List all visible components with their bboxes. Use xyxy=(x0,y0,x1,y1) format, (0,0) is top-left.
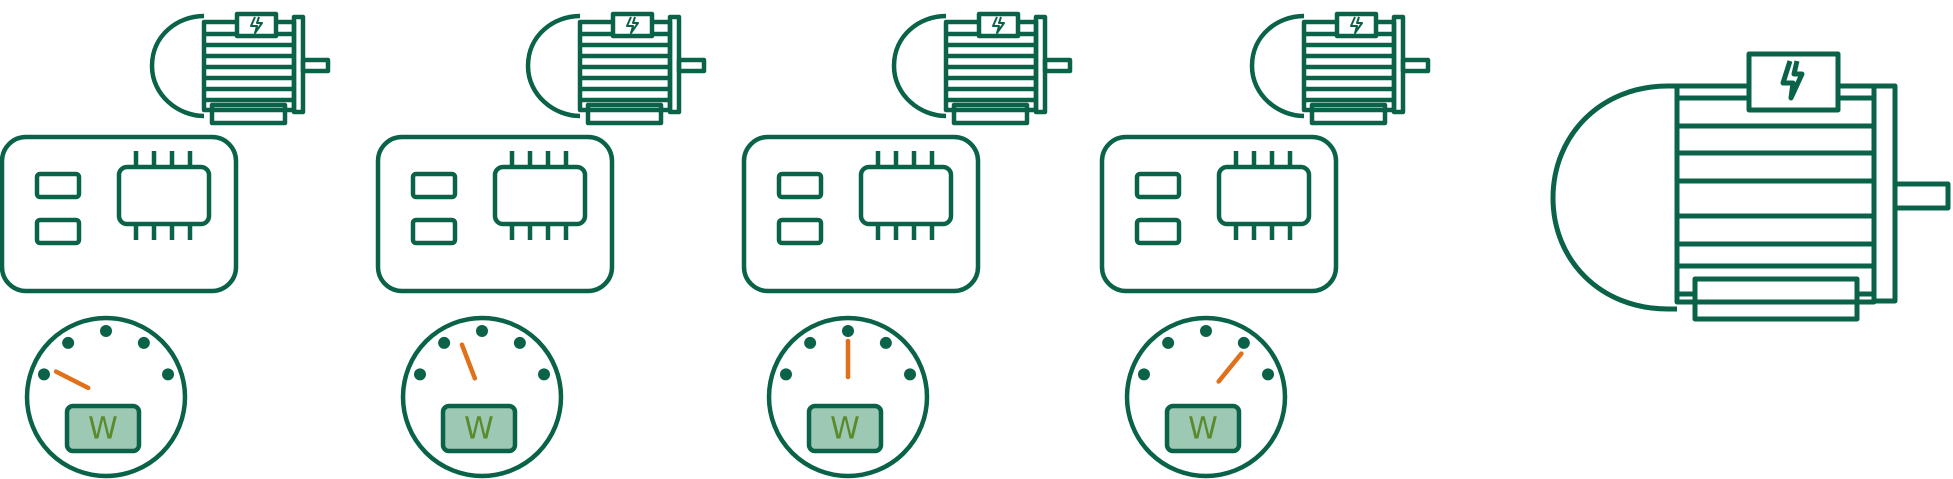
meter-dial xyxy=(400,315,564,479)
chip-icon xyxy=(116,164,212,227)
lightning-bolt-icon xyxy=(626,16,639,34)
motor-shaft xyxy=(1400,57,1431,74)
motor-end-cap xyxy=(1249,13,1305,119)
scale-dot xyxy=(100,325,112,337)
scale-dot xyxy=(904,368,917,381)
scale-dot xyxy=(1162,336,1175,349)
motor-end-cap xyxy=(1550,83,1669,312)
lightning-bolt-icon xyxy=(1350,16,1363,34)
scale-dot xyxy=(413,368,426,381)
scale-dot xyxy=(162,368,175,381)
connector-port-top xyxy=(1134,171,1182,200)
controller-board-icon xyxy=(741,134,981,294)
motor-shaft xyxy=(1042,57,1073,74)
scale-dot xyxy=(438,336,451,349)
meter-display xyxy=(806,403,884,454)
controller-housing xyxy=(741,134,981,294)
motor-base xyxy=(1309,102,1388,126)
scale-dot xyxy=(538,368,551,381)
motor-base xyxy=(1692,276,1860,322)
controller-housing xyxy=(1099,134,1339,294)
motor-flange xyxy=(1871,83,1898,304)
connector-port-bottom xyxy=(410,217,458,246)
scale-dot xyxy=(62,336,75,349)
motor-body xyxy=(1674,83,1877,305)
scale-dot xyxy=(779,368,792,381)
controller-board-icon xyxy=(0,134,239,294)
scale-dot xyxy=(1137,368,1150,381)
chip-icon xyxy=(858,164,954,227)
motor-base xyxy=(951,102,1030,126)
unit-group-3: W xyxy=(741,11,1073,479)
scale-dot xyxy=(137,336,150,349)
meter-needle xyxy=(1216,351,1244,384)
controller-housing xyxy=(0,134,239,294)
connector-port-top xyxy=(776,171,824,200)
meter-unit-label: W xyxy=(464,412,494,447)
meter-dial xyxy=(766,315,930,479)
unit-group-4: W xyxy=(1099,11,1431,479)
controller-housing xyxy=(375,134,615,294)
meter-unit-label: W xyxy=(830,412,860,447)
connector-port-bottom xyxy=(1134,217,1182,246)
connector-port-top xyxy=(410,171,458,200)
meter-needle xyxy=(53,369,91,391)
scale-dot xyxy=(513,336,526,349)
scale-dot xyxy=(1262,368,1275,381)
wattmeter-icon: W xyxy=(1124,315,1288,479)
small-motor-icon xyxy=(891,11,1073,126)
wattmeter-icon: W xyxy=(766,315,930,479)
chip-icon xyxy=(1216,164,1312,227)
meter-dial xyxy=(1124,315,1288,479)
motor-shaft xyxy=(1892,181,1951,211)
scale-dot xyxy=(1237,336,1250,349)
small-motor-icon xyxy=(525,11,707,126)
meter-unit-label: W xyxy=(1188,412,1218,447)
chip-icon xyxy=(492,164,588,227)
unit-group-1: W xyxy=(0,11,331,479)
motor-base xyxy=(209,102,288,126)
lightning-bolt-icon xyxy=(992,16,1005,34)
large-motor-icon xyxy=(1550,51,1951,322)
controller-board-icon xyxy=(375,134,615,294)
motor-shaft xyxy=(676,57,707,74)
motor-end-cap xyxy=(525,13,581,119)
meter-dial xyxy=(24,315,188,479)
unit-group-2: W xyxy=(375,11,707,479)
motor-end-cap xyxy=(891,13,947,119)
small-motor-icon xyxy=(1249,11,1431,126)
scale-dot xyxy=(842,325,854,337)
small-motor-icon xyxy=(149,11,331,126)
connector-port-bottom xyxy=(34,217,82,246)
meter-display xyxy=(440,403,518,454)
connector-port-top xyxy=(34,171,82,200)
connector-port-bottom xyxy=(776,217,824,246)
scale-dot xyxy=(1200,325,1212,337)
meter-display xyxy=(1164,403,1242,454)
terminal-box xyxy=(1746,51,1841,113)
motor-end-cap xyxy=(149,13,205,119)
motor-base xyxy=(585,102,664,126)
scale-dot xyxy=(476,325,488,337)
lightning-bolt-icon xyxy=(250,16,263,34)
scale-dot xyxy=(879,336,892,349)
motor-shaft xyxy=(300,57,331,74)
scale-dot xyxy=(37,368,50,381)
wattmeter-icon: W xyxy=(24,315,188,479)
scale-dot xyxy=(804,336,817,349)
controller-board-icon xyxy=(1099,134,1339,294)
meter-needle xyxy=(459,342,478,381)
meter-unit-label: W xyxy=(88,412,118,447)
lightning-bolt-icon xyxy=(1780,60,1805,101)
meter-display xyxy=(64,403,142,454)
wattmeter-icon: W xyxy=(400,315,564,479)
